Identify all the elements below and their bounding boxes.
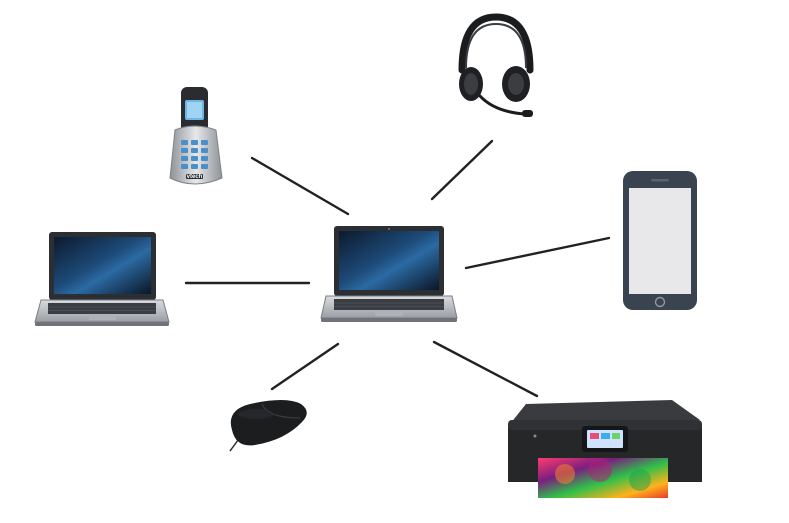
connections bbox=[184, 139, 611, 398]
link-printer bbox=[432, 340, 539, 398]
laptop-hub-icon[interactable] bbox=[320, 226, 458, 322]
headset-icon[interactable] bbox=[458, 13, 534, 117]
link-phone bbox=[250, 156, 350, 216]
link-mouse bbox=[270, 342, 340, 391]
printer-icon[interactable] bbox=[508, 400, 702, 498]
mouse-icon[interactable] bbox=[229, 400, 307, 452]
phone-brand-label: vtech bbox=[187, 174, 203, 180]
laptop-left-icon[interactable] bbox=[34, 232, 170, 326]
link-smartphone bbox=[464, 236, 611, 270]
cordless-phone-icon[interactable]: vtech bbox=[169, 87, 223, 185]
link-headset bbox=[430, 139, 494, 201]
smartphone-icon[interactable] bbox=[623, 171, 697, 310]
